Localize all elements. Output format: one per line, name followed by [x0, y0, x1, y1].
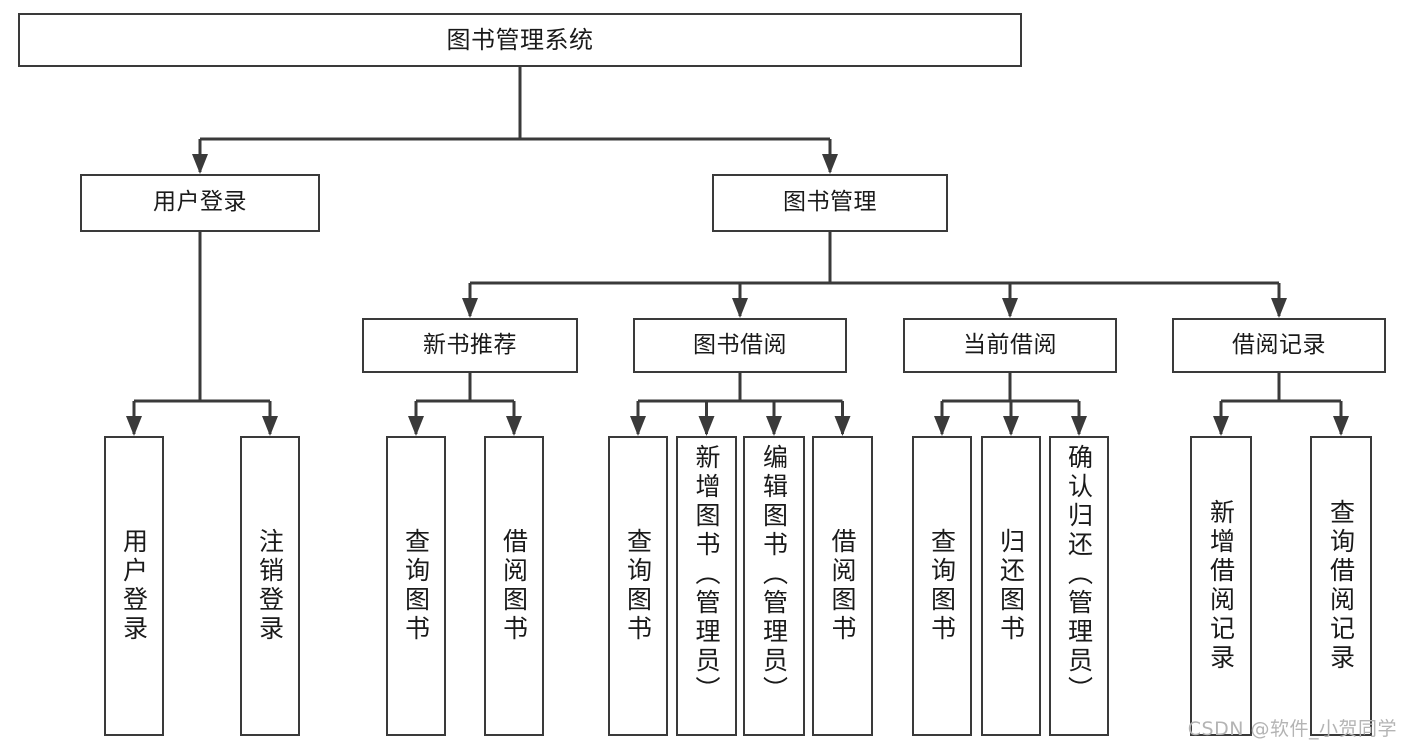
node-leaf-cur-return[interactable]: 归还图书: [981, 436, 1041, 736]
node-label: 查询借阅记录: [1326, 499, 1356, 673]
node-leaf-nb-query[interactable]: 查询图书: [386, 436, 446, 736]
node-leaf-user-login[interactable]: 用户登录: [104, 436, 164, 736]
node-label: 查询图书: [401, 528, 431, 644]
node-label: 新书推荐: [423, 331, 517, 358]
node-leaf-user-logout[interactable]: 注销登录: [240, 436, 300, 736]
node-leaf-cur-confirm[interactable]: 确认归还（管理员）: [1049, 436, 1109, 736]
node-leaf-rec-add[interactable]: 新增借阅记录: [1190, 436, 1252, 736]
node-borrow[interactable]: 图书借阅: [633, 318, 847, 373]
node-label: 用户登录: [153, 189, 247, 216]
node-leaf-bw-borrow[interactable]: 借阅图书: [812, 436, 873, 736]
node-label: 编辑图书（管理员）: [759, 444, 789, 705]
node-label: 图书借阅: [693, 331, 787, 358]
node-label: 新增图书（管理员）: [692, 444, 721, 705]
node-leaf-bw-query[interactable]: 查询图书: [608, 436, 668, 736]
node-label: 图书管理: [783, 189, 877, 216]
node-label: 新增借阅记录: [1206, 499, 1236, 673]
node-root[interactable]: 图书管理系统: [18, 13, 1022, 67]
node-leaf-bw-add[interactable]: 新增图书（管理员）: [676, 436, 737, 736]
node-current[interactable]: 当前借阅: [903, 318, 1117, 373]
node-leaf-cur-query[interactable]: 查询图书: [912, 436, 972, 736]
node-label: 确认归还（管理员）: [1064, 444, 1094, 705]
node-label: 当前借阅: [963, 331, 1057, 358]
watermark: CSDN @软件_小贺同学: [1187, 718, 1397, 740]
node-label: 图书管理系统: [446, 25, 594, 54]
node-leaf-nb-borrow[interactable]: 借阅图书: [484, 436, 544, 736]
node-records[interactable]: 借阅记录: [1172, 318, 1386, 373]
node-newbook[interactable]: 新书推荐: [362, 318, 578, 373]
node-leaf-rec-query[interactable]: 查询借阅记录: [1310, 436, 1372, 736]
node-label: 查询图书: [927, 528, 957, 644]
node-label: 注销登录: [255, 528, 285, 644]
node-label: 用户登录: [119, 528, 149, 644]
node-label: 归还图书: [996, 528, 1026, 644]
node-login[interactable]: 用户登录: [80, 174, 320, 232]
node-label: 借阅图书: [499, 528, 529, 644]
node-label: 借阅记录: [1232, 331, 1326, 358]
node-label: 借阅图书: [828, 528, 857, 644]
node-leaf-bw-edit[interactable]: 编辑图书（管理员）: [743, 436, 805, 736]
node-bookmgmt[interactable]: 图书管理: [712, 174, 948, 232]
node-label: 查询图书: [623, 528, 653, 644]
